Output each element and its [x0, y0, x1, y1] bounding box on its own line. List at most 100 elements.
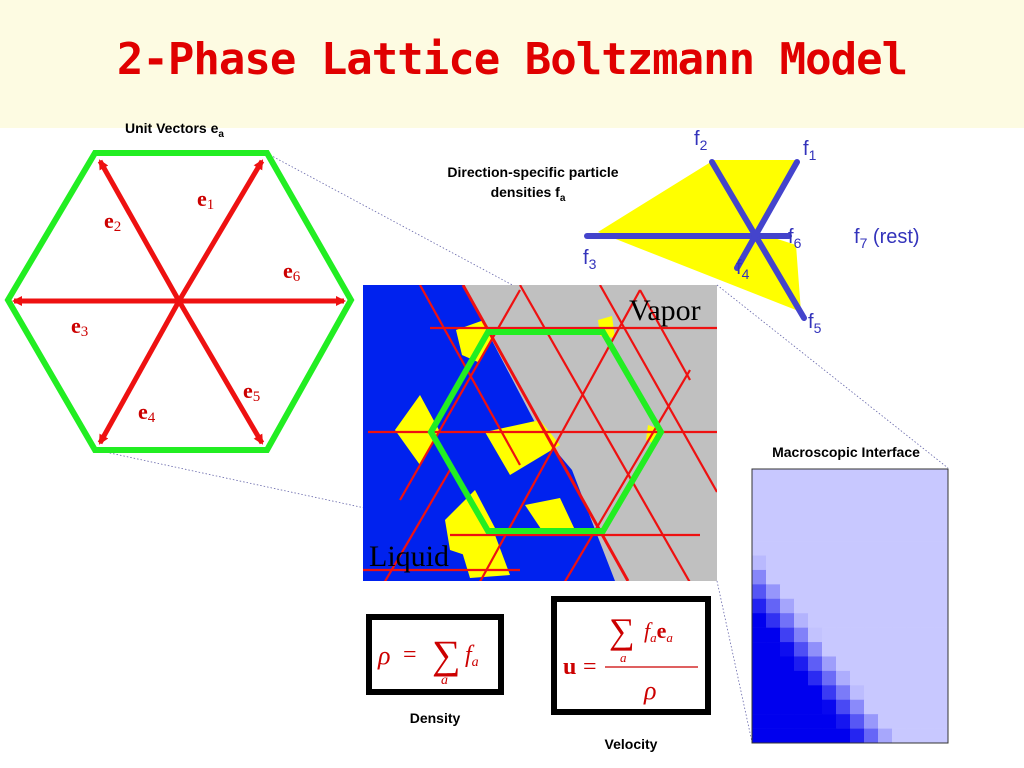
macro-cell — [836, 685, 851, 701]
label-e6: e6 — [283, 258, 301, 285]
macro-cell — [892, 714, 907, 729]
macro-cell — [864, 613, 879, 628]
macro-cell — [850, 714, 865, 729]
macro-cell — [934, 613, 949, 628]
macro-cell — [878, 497, 893, 513]
macro-cell — [766, 497, 781, 513]
macro-cell — [808, 569, 823, 585]
macro-cell — [878, 512, 893, 527]
macro-cell — [864, 598, 879, 614]
macro-cell — [850, 598, 865, 614]
macro-cell — [850, 670, 865, 686]
macro-cell — [766, 555, 781, 571]
slide-title: 2-Phase Lattice Boltzmann Model — [116, 34, 908, 85]
macro-cell — [836, 512, 851, 527]
macro-cell — [892, 569, 907, 585]
velocity-formula-box — [551, 596, 711, 715]
macro-cell — [864, 642, 879, 657]
macro-cell — [836, 469, 851, 484]
macro-cell — [906, 714, 921, 729]
macro-cell — [892, 584, 907, 600]
macro-cell — [836, 613, 851, 628]
velocity-eq: = — [583, 654, 597, 680]
macro-cell — [766, 512, 781, 527]
macro-cell — [780, 483, 795, 499]
macro-cell — [906, 469, 921, 484]
macro-cell — [850, 541, 865, 556]
macro-cell — [850, 469, 865, 484]
macro-cell — [920, 714, 935, 729]
velocity-sum-index: a — [620, 650, 627, 665]
label-f5: f5 — [808, 311, 822, 336]
unit-arrows — [12, 159, 346, 445]
density-eq: = — [403, 642, 417, 668]
macro-cell — [864, 483, 879, 499]
macro-cell — [920, 512, 935, 527]
label-e1: e1 — [197, 186, 214, 213]
macro-cell — [934, 699, 949, 715]
macro-cell — [934, 526, 949, 542]
macro-cell — [920, 699, 935, 715]
macro-cell — [850, 627, 865, 643]
macro-cell — [892, 670, 907, 686]
macro-cell — [808, 469, 823, 484]
macro-cell — [892, 656, 907, 672]
density-sum: ∑ — [432, 632, 461, 677]
macro-cell — [794, 497, 809, 513]
macro-cell — [878, 483, 893, 499]
macro-cell — [850, 613, 865, 628]
macro-cell — [752, 627, 767, 643]
macro-cell — [864, 469, 879, 484]
macro-cell — [766, 699, 781, 715]
macro-cell — [850, 526, 865, 542]
macro-cell — [808, 555, 823, 571]
macro-cell — [878, 714, 893, 729]
densities-diagram: Direction-specific particle densities fa… — [447, 128, 919, 336]
macro-cell — [752, 656, 767, 672]
macro-cell — [934, 497, 949, 513]
title-band — [0, 0, 1024, 128]
macro-cell — [906, 728, 921, 744]
macro-cell — [906, 555, 921, 571]
macro-cell — [836, 598, 851, 614]
lattice-lines — [584, 159, 807, 321]
macro-cell — [934, 584, 949, 600]
macro-cell — [794, 656, 809, 672]
macro-cell — [752, 469, 767, 484]
macro-cell — [766, 569, 781, 585]
label-f6: f6 — [788, 226, 802, 251]
macro-cell — [878, 569, 893, 585]
macro-cell — [794, 670, 809, 686]
macro-cell — [850, 656, 865, 672]
macro-cell — [920, 685, 935, 701]
macro-cell — [766, 642, 781, 657]
macro-cell — [850, 685, 865, 701]
macro-cell — [906, 497, 921, 513]
macro-cell — [794, 642, 809, 657]
macro-cell — [794, 627, 809, 643]
macro-cell — [850, 642, 865, 657]
macro-cell — [780, 469, 795, 484]
simulation-hexagon — [427, 329, 665, 534]
macro-cell — [850, 569, 865, 585]
macro-cell — [808, 584, 823, 600]
macro-cell — [752, 569, 767, 585]
macro-cell — [906, 685, 921, 701]
unit-vectors-label: Unit Vectors ea — [125, 120, 224, 140]
macro-cell — [752, 483, 767, 499]
macro-cell — [850, 728, 865, 744]
macro-cell — [892, 483, 907, 499]
macro-cell — [780, 627, 795, 643]
arrow-e2 — [97, 159, 182, 303]
macro-cell — [836, 584, 851, 600]
label-e5: e5 — [243, 378, 260, 405]
macro-cell — [752, 526, 767, 542]
macro-cell — [794, 541, 809, 556]
macro-cell — [864, 670, 879, 686]
macro-cell — [794, 483, 809, 499]
density-formula: ρ = ∑ a fa Density — [366, 614, 504, 726]
macro-cell — [920, 656, 935, 672]
macro-cell — [934, 512, 949, 527]
macro-cell — [836, 714, 851, 729]
